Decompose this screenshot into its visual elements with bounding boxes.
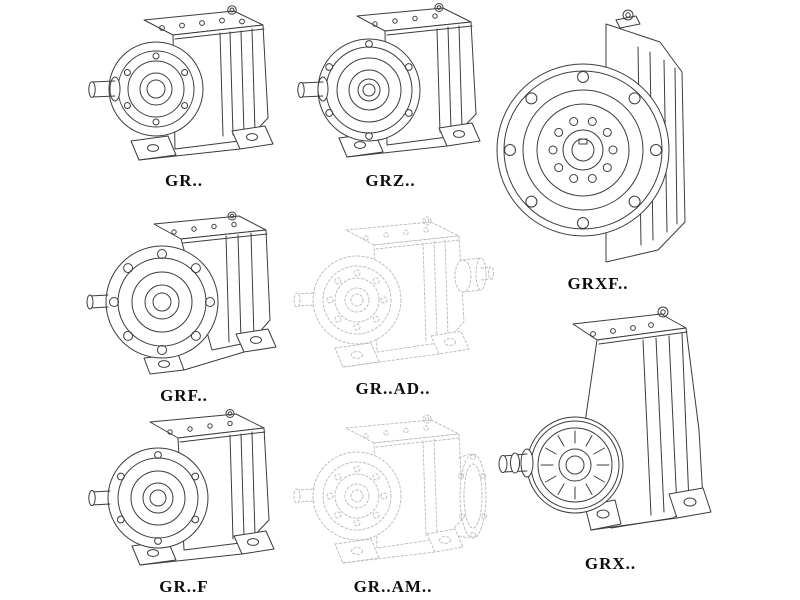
figure-grz: GRZ.. <box>293 2 488 191</box>
figure-grad: GR..AD.. <box>288 210 498 399</box>
figure-grfoot: GR..F <box>83 408 285 597</box>
figure-label-gr: GR.. <box>165 171 203 190</box>
grxf-linework <box>496 9 686 263</box>
grad-linework <box>293 216 494 368</box>
figure-label-grfoot: GR..F <box>159 577 209 596</box>
grf-linework <box>86 211 277 375</box>
figure-gram: GR..AM.. <box>288 408 498 597</box>
figure-grx: GRX.. <box>493 300 728 574</box>
figure-label-grf: GRF.. <box>160 386 208 405</box>
grz-linework <box>297 3 481 158</box>
figure-label-grz: GRZ.. <box>365 171 416 190</box>
gearbox-drawing-grxf <box>496 9 686 263</box>
figure-label-grad: GR..AD.. <box>355 379 431 398</box>
gearbox-drawing-grx <box>498 306 712 531</box>
gearbox-drawing-gram <box>293 414 487 564</box>
figure-label-grxf: GRXF.. <box>567 274 629 293</box>
gearbox-drawing-grf <box>86 211 277 375</box>
figure-label-grx: GRX.. <box>584 554 637 573</box>
gr-linework <box>88 5 274 161</box>
gram-linework <box>293 414 487 564</box>
figure-grf: GRF.. <box>83 210 285 406</box>
gearbox-drawing-grfoot <box>88 409 275 566</box>
gearbox-drawing-grz <box>297 3 481 158</box>
grx-linework <box>498 306 712 531</box>
gearbox-drawing-grad <box>293 216 494 368</box>
gearbox-drawing-gr <box>88 5 274 161</box>
figure-label-gram: GR..AM.. <box>353 577 433 596</box>
figure-gr: GR.. <box>83 2 285 191</box>
figure-grxf: GRXF.. <box>488 2 708 294</box>
grfoot-linework <box>88 409 275 566</box>
